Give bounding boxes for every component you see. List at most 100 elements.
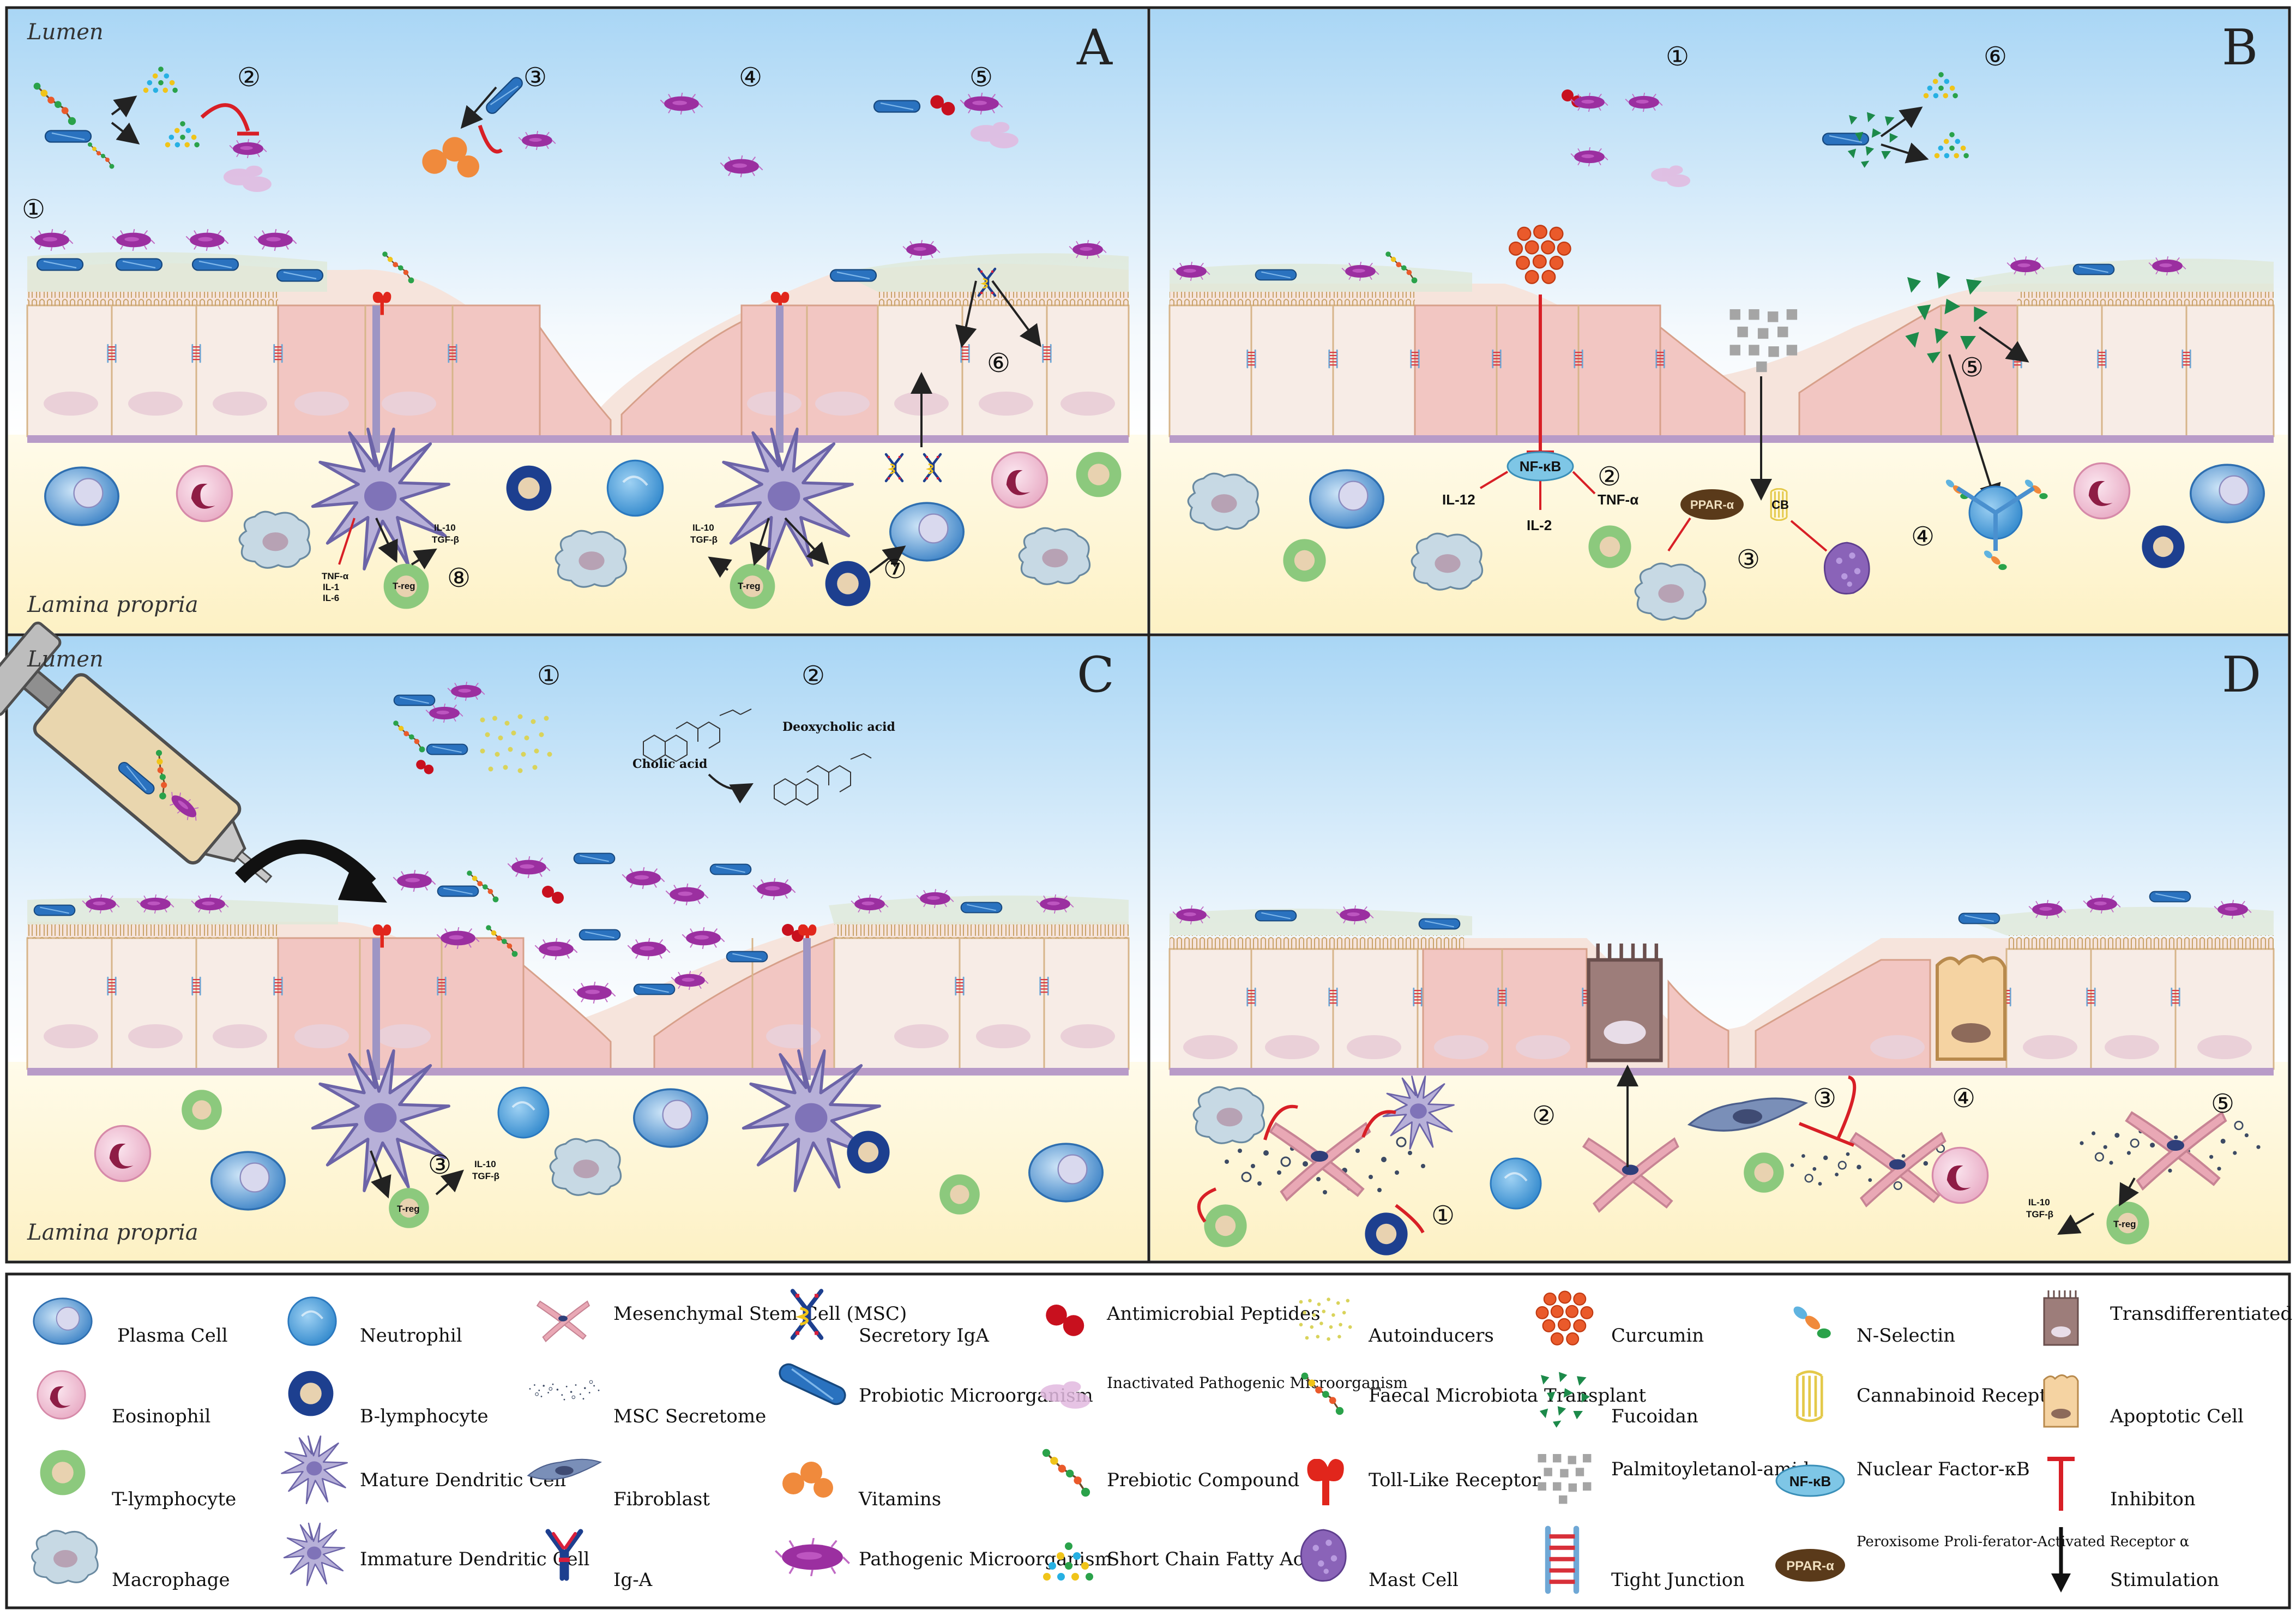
step-number: ③ [523,63,547,92]
inhibition-marks [1479,471,1828,552]
panel-frames [5,6,2291,1609]
legend-label: Stimulation [2110,1569,2219,1591]
cytokine-label: IL-10 [434,522,456,533]
legend-label: Prebiotic Compound [1107,1469,1299,1491]
lamina-cells [94,938,1104,1228]
neutrophil-icon [287,1296,338,1347]
cytokine-label: TGF-β [432,534,459,545]
step-numbers: ① ② ③ ④ ⑤ [1431,1084,2234,1230]
lamina-cells [1187,462,2265,621]
deoxycholic-acid-label: Deoxycholic acid [782,720,895,734]
step-number: ① [1431,1202,1455,1230]
legend-label: Ig-A [613,1569,653,1591]
legend-label: T-lymphocyte [112,1488,236,1510]
cytokine-label: IL-2 [1527,517,1552,533]
arrows [1750,106,2029,506]
legend-label: Fucoidan [1611,1405,1698,1427]
legend-label: Short Chain Fatty Acids [1107,1548,1331,1570]
step-number: ⑤ [2211,1090,2234,1119]
legend-label: Vitamins [858,1488,941,1510]
legend-label: Pathogenic Microorganism [859,1548,1112,1570]
epithelium [1168,906,2275,1076]
legend-label: Tight Junction [1611,1569,1745,1591]
panel-b: NF-κB PPAR-α CB IL-12 IL-2 TNF-α B ① ② ③… [1150,9,2288,633]
step-number: ② [1598,462,1621,491]
legend-label: Fibroblast [613,1488,710,1510]
inhibition-icon [2047,1457,2075,1511]
legend-label: Secretory IgA [859,1325,989,1347]
legend-label: Inhibiton [2110,1488,2196,1510]
cytokine-label: IL-6 [323,593,339,603]
arrows [1617,1065,2140,1235]
ppar-badge-text: PPAR-α [1786,1559,1834,1573]
ppar-badge-icon: PPAR-α [1775,1549,1845,1582]
cytokine-label: IL-10 [692,522,714,533]
epithelium [26,252,1130,443]
legend-label: Plasma Cell [117,1325,228,1347]
b-lymphocyte-icon [288,1371,334,1416]
step-number: ③ [1737,545,1760,574]
panel-d: T-reg IL-10 TGF-β D ① ② ③ ④ ⑤ [1150,636,2288,1260]
legend-label: Mesenchymal Stem Cell (MSC) [613,1303,907,1325]
legend-label: Mast Cell [1369,1569,1459,1591]
treg-label: T-reg [397,1204,420,1214]
step-number: ③ [1813,1084,1836,1113]
legend-label: Transdifferentiated Cell [2110,1303,2296,1325]
legend-label: Eosinophil [112,1405,210,1427]
step-numbers: ① ② ③ ④ ⑤ ⑥ ⑦ ⑧ [22,63,1010,593]
panel-a: Lumen Lamina propria A ① ② ③ ④ ⑤ ⑥ ⑦ ⑧ T… [8,9,1147,633]
legend-label: Neutrophil [360,1325,462,1347]
inhibition-marks [200,103,503,154]
nfkb-node: NF-κB [1506,451,1574,482]
treg-label: T-reg [738,581,761,591]
cytokine-label: TNF-α [1598,491,1638,508]
plasma-cell-icon [33,1297,93,1345]
lumen-label: Lumen [27,20,104,45]
step-numbers: ① ② ③ ④ ⑤ ⑥ [1598,43,2007,574]
macrophage-icon [31,1530,99,1584]
treg-label: T-reg [2113,1219,2136,1229]
step-number: ⑥ [987,349,1010,378]
stimulation-icon [2051,1527,2071,1593]
nfkb-badge-icon: NF-κB [1775,1464,1845,1497]
legend-label: Curcumin [1611,1325,1704,1347]
ppar-node: PPAR-α [1680,489,1744,520]
cholic-acid-label: Cholic acid [632,757,707,771]
bile-arrow [708,773,754,804]
cytokine-label: IL-10 [2028,1197,2050,1208]
nfkb-label: NF-κB [1520,458,1562,474]
panel-letter: D [2222,646,2261,704]
legend-label: Antimicrobial Peptides [1106,1303,1321,1325]
cytokine-label: TGF-β [2026,1209,2053,1219]
step-number: ① [537,662,561,690]
lamina-label: Lamina propria [27,592,198,617]
step-number: ⑦ [883,555,907,584]
legend-label: B-lymphocyte [360,1405,489,1427]
treg-label: T-reg [393,581,415,591]
inhibition-marks [1197,1076,1857,1234]
tight-junction-icon [1545,1525,1580,1594]
legend-label: Inactivated Pathogenic Microorganism [1107,1374,1408,1392]
legend-label: Faecal Microbiota Transplant [1369,1385,1646,1407]
apoptotic-cell-icon [2043,1374,2079,1428]
eosinophil-icon [37,1370,86,1420]
arrows [111,86,1041,578]
transdifferentiated-cell-icon [2043,1289,2079,1346]
panel-letter: C [1077,646,1114,704]
epithelium [26,896,1130,1076]
lumen-label: Lumen [27,647,104,672]
step-number: ② [237,63,261,92]
cb-label: CB [1771,498,1789,512]
step-number: ③ [428,1151,451,1180]
cytokine-label: IL-12 [1442,491,1475,508]
cytokine-label: TNF-α [322,571,349,581]
step-number: ⑧ [447,564,471,593]
legend: Plasma Cell Eosinophil T-lymphocyte Macr… [31,1289,2296,1594]
step-number: ④ [1952,1084,1975,1113]
legend-label: N-Selectin [1857,1325,1955,1347]
arrows [370,1150,464,1199]
cytokine-label: IL-10 [474,1159,496,1169]
cytokine-label: TGF-β [472,1171,499,1181]
step-number: ④ [739,63,762,92]
